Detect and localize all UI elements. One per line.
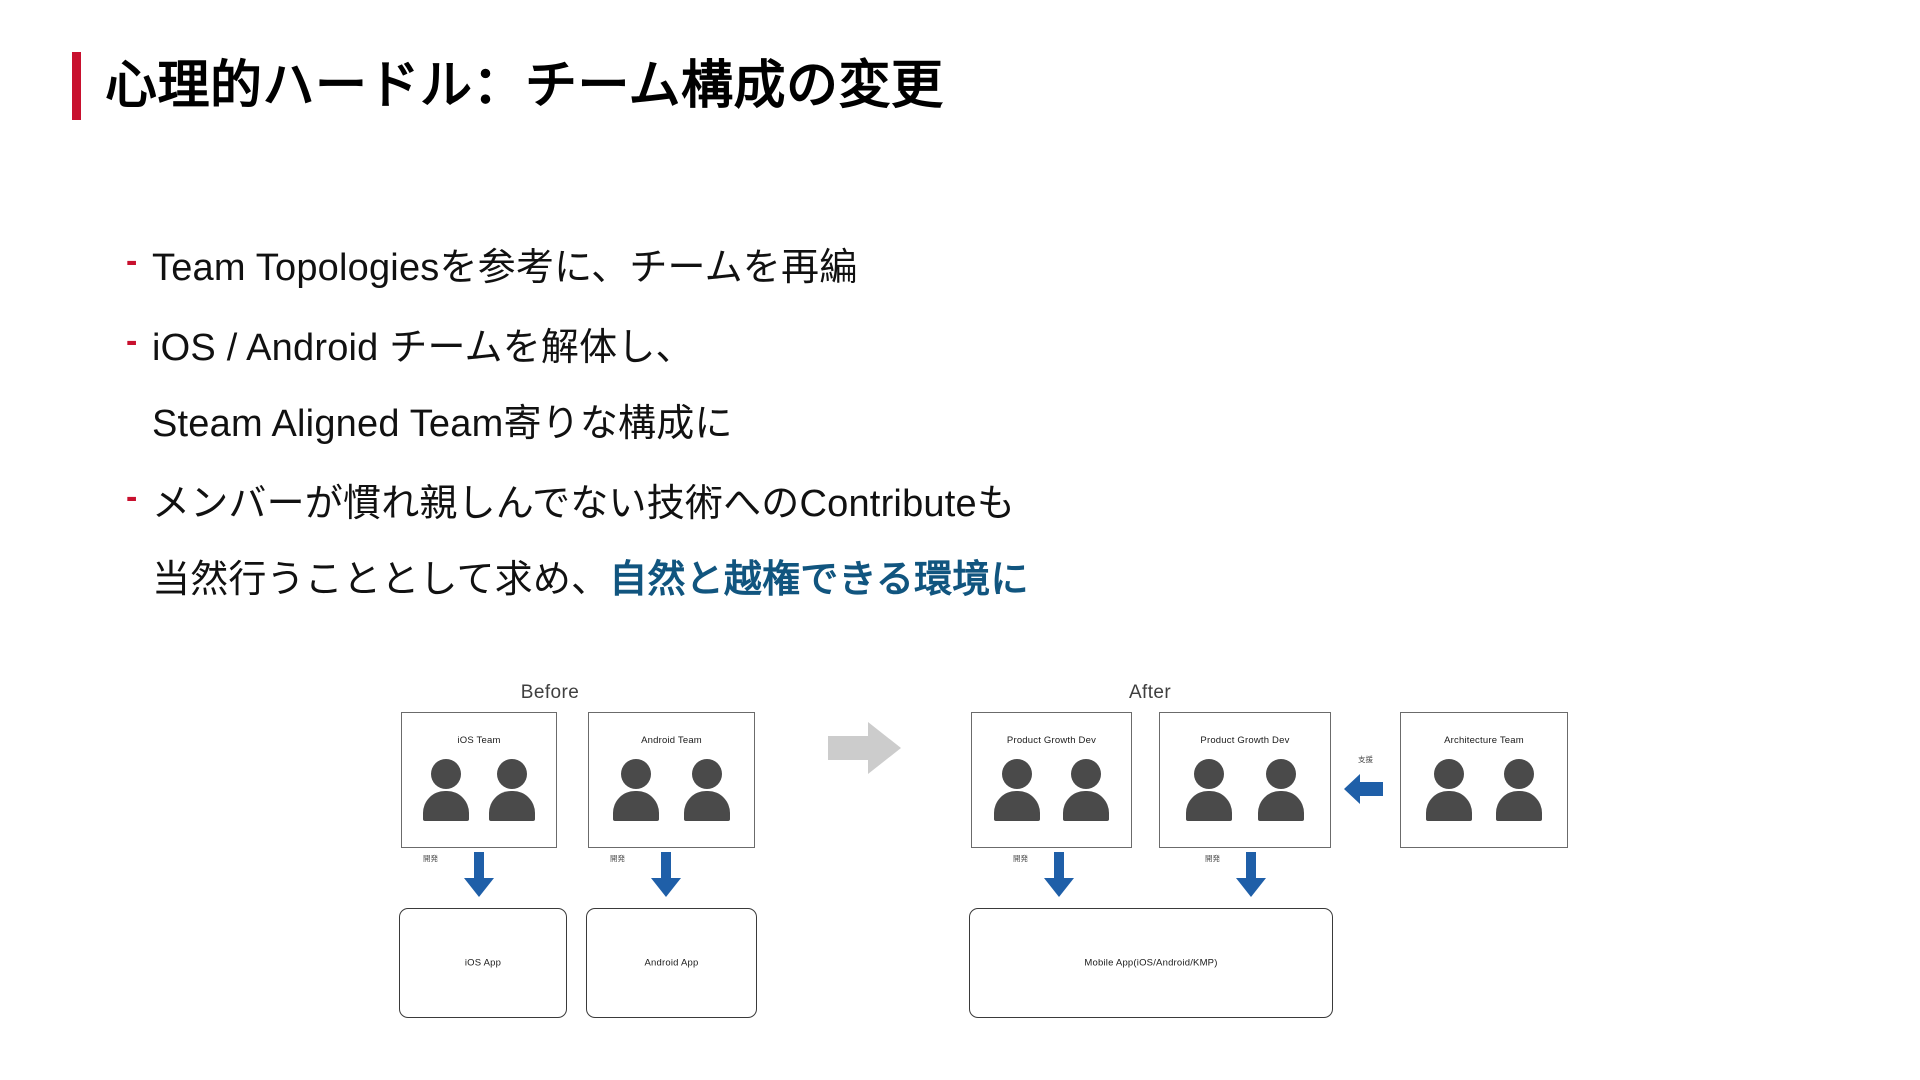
down-arrow-icon: [651, 852, 681, 897]
team-box-title: Product Growth Dev: [1200, 735, 1290, 746]
team-topology-diagram: Before iOS Team Android Team 開発 開発 iOS A…: [0, 660, 1920, 1080]
bullet-text: メンバーが慣れ親しんでない技術へのContributeも: [152, 483, 1016, 525]
bullet-marker: -: [126, 322, 138, 360]
team-box-architecture: Architecture Team: [1400, 712, 1568, 848]
app-box-mobile: Mobile App(iOS/Android/KMP): [969, 908, 1333, 1018]
flow-label-dev: 開発: [610, 854, 625, 863]
bullet-line: iOS / Android チームを解体し、: [152, 327, 694, 369]
bullet-line: Steam Aligned Team寄りな構成に: [152, 403, 733, 445]
bullet-marker: -: [126, 478, 138, 516]
bullet-line: 当然行うこととして求め、自然と越権できる環境に: [152, 542, 1426, 618]
bullet-body: Team Topologiesを参考に、チームを再編: [152, 230, 1426, 306]
left-arrow-icon: [1344, 774, 1383, 804]
app-box-android: Android App: [586, 908, 757, 1018]
bullet-text: 当然行うこととして求め、: [152, 559, 610, 601]
person-icon: [1425, 759, 1472, 821]
team-members: [1401, 759, 1567, 821]
team-box-android: Android Team: [588, 712, 755, 848]
bullet-list: - Team Topologiesを参考に、チームを再編 - iOS / And…: [126, 230, 1426, 622]
team-box-title: iOS Team: [457, 735, 501, 746]
team-members: [1160, 759, 1330, 821]
person-icon: [613, 759, 660, 821]
transition-right-arrow-icon: [828, 722, 901, 774]
person-icon: [994, 759, 1041, 821]
team-members: [972, 759, 1131, 821]
person-icon: [1062, 759, 1109, 821]
flow-label-dev: 開発: [1205, 854, 1220, 863]
after-group-label: After: [1128, 682, 1172, 703]
list-item: - メンバーが慣れ親しんでない技術へのContributeも 当然行うこととして…: [126, 466, 1426, 618]
flow-label-dev: 開発: [1013, 854, 1028, 863]
bullet-body: iOS / Android チームを解体し、 Steam Aligned Tea…: [152, 310, 1426, 462]
team-box-product-growth-dev-1: Product Growth Dev: [971, 712, 1132, 848]
team-box-title: Product Growth Dev: [1006, 735, 1097, 746]
app-box-title: iOS App: [464, 957, 502, 969]
list-item: - iOS / Android チームを解体し、 Steam Aligned T…: [126, 310, 1426, 462]
team-box-title: Architecture Team: [1444, 735, 1524, 746]
team-members: [589, 759, 754, 821]
list-item: - Team Topologiesを参考に、チームを再編: [126, 230, 1426, 306]
person-icon: [1258, 759, 1304, 821]
support-label: 支援: [1358, 755, 1373, 764]
down-arrow-icon: [464, 852, 494, 897]
slide-title-block: 心理的ハードル：チーム構成の変更: [72, 52, 943, 120]
title-accent-bar: [72, 52, 81, 120]
bullet-marker: -: [126, 242, 138, 280]
person-icon: [683, 759, 730, 821]
app-box-title: Mobile App(iOS/Android/KMP): [1084, 957, 1218, 969]
before-group-label: Before: [520, 682, 580, 703]
bullet-line: メンバーが慣れ親しんでない技術へのContributeも: [152, 466, 1426, 542]
page-title: 心理的ハードル：チーム構成の変更: [105, 56, 944, 115]
app-box-title: Android App: [644, 957, 699, 969]
team-members: [402, 759, 556, 821]
down-arrow-icon: [1236, 852, 1266, 897]
person-icon: [489, 759, 536, 821]
flow-label-dev: 開発: [423, 854, 438, 863]
person-icon: [1186, 759, 1232, 821]
person-icon: [422, 759, 469, 821]
team-box-ios: iOS Team: [401, 712, 557, 848]
bullet-body: メンバーが慣れ親しんでない技術へのContributeも 当然行うこととして求め…: [152, 466, 1426, 618]
bullet-line: Team Topologiesを参考に、チームを再編: [152, 247, 858, 289]
bullet-highlight-text: 自然と越権できる環境に: [609, 559, 1029, 601]
person-icon: [1496, 759, 1543, 821]
team-box-title: Android Team: [641, 735, 702, 746]
app-box-ios: iOS App: [399, 908, 567, 1018]
down-arrow-icon: [1044, 852, 1074, 897]
team-box-product-growth-dev-2: Product Growth Dev: [1159, 712, 1331, 848]
